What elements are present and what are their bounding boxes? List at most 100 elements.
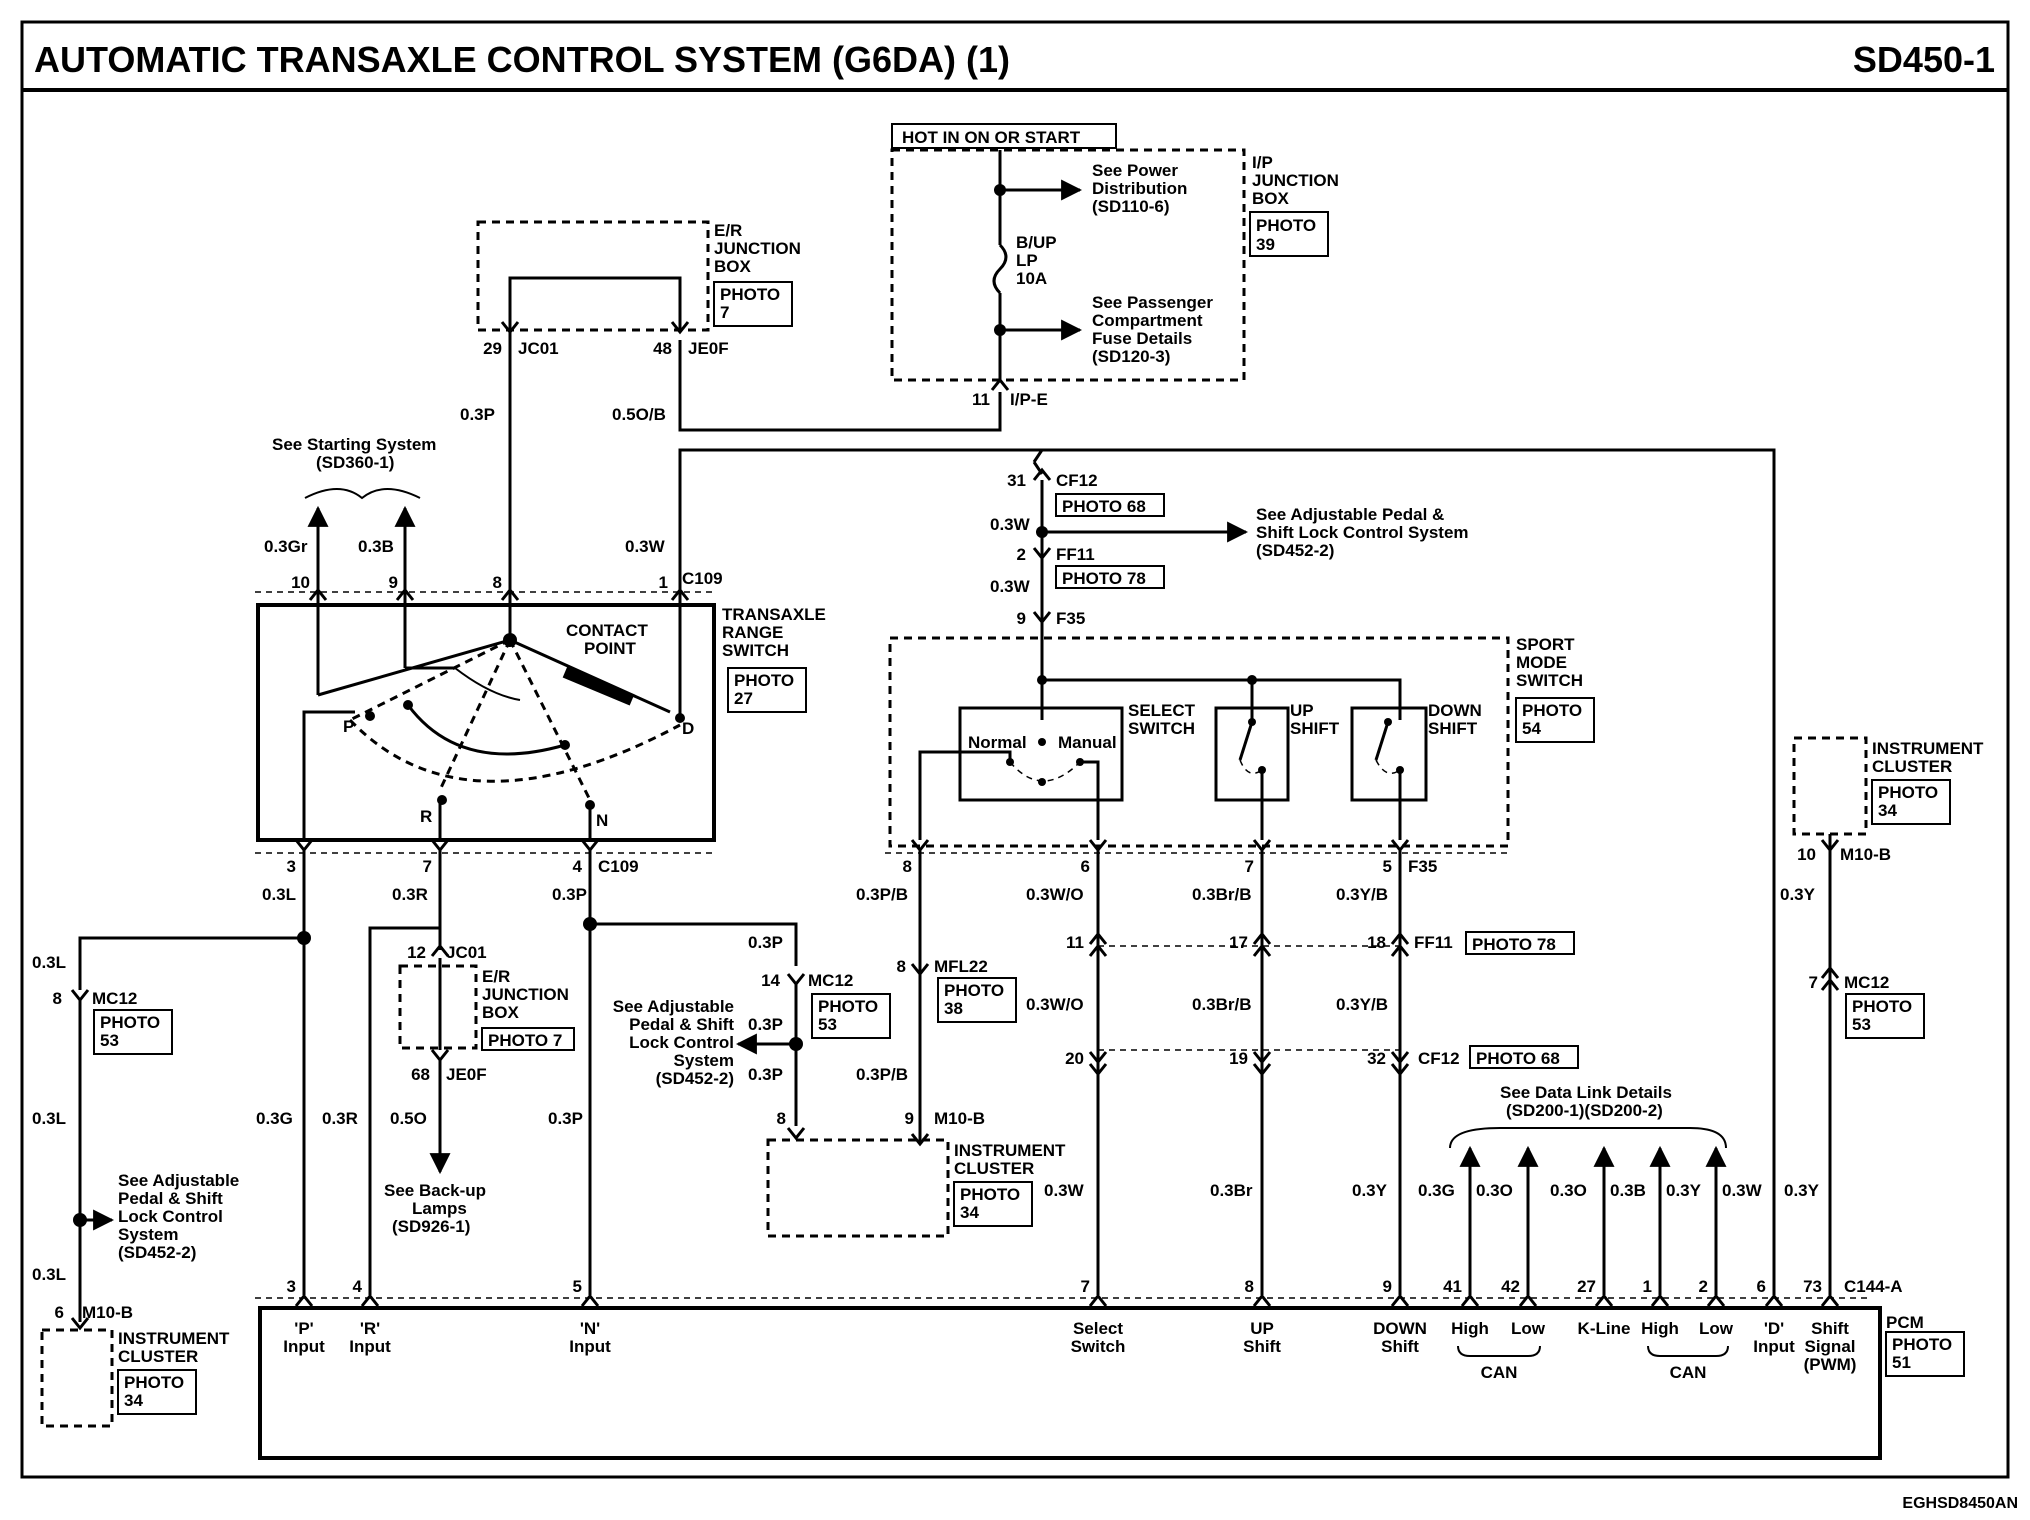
- svg-text:JC01: JC01: [446, 943, 487, 962]
- svg-text:10: 10: [291, 573, 310, 592]
- svg-text:PHOTO: PHOTO: [100, 1013, 160, 1032]
- sport-mode-switch: SPORT MODE SWITCH PHOTO 54 SELECT SWITCH…: [885, 630, 1595, 876]
- svg-text:CF12: CF12: [1056, 471, 1098, 490]
- svg-text:D: D: [682, 719, 694, 738]
- svg-text:5: 5: [573, 1277, 582, 1296]
- hot-label: HOT IN ON OR START: [902, 128, 1081, 147]
- svg-text:27: 27: [1577, 1277, 1596, 1296]
- svg-text:Compartment: Compartment: [1092, 311, 1203, 330]
- svg-text:JUNCTION: JUNCTION: [1252, 171, 1339, 190]
- svg-text:0.3W: 0.3W: [625, 537, 666, 556]
- svg-text:E/R: E/R: [714, 221, 742, 240]
- svg-text:JC01: JC01: [518, 339, 559, 358]
- svg-text:3: 3: [287, 857, 296, 876]
- svg-text:0.3L: 0.3L: [262, 885, 296, 904]
- svg-text:0.3G: 0.3G: [256, 1109, 293, 1128]
- svg-text:(SD110-6): (SD110-6): [1092, 197, 1169, 216]
- svg-text:High: High: [1451, 1319, 1489, 1338]
- svg-text:P: P: [343, 717, 354, 736]
- svg-text:(SD452-2): (SD452-2): [118, 1243, 196, 1262]
- svg-text:0.3L: 0.3L: [32, 953, 66, 972]
- svg-text:Pedal & Shift: Pedal & Shift: [118, 1189, 223, 1208]
- svg-text:Switch: Switch: [1071, 1337, 1126, 1356]
- p-input-branch: 0.3L 0.3L 8 MC12 PHOTO 53 0.3L See Adjus…: [32, 850, 311, 1428]
- svg-text:42: 42: [1501, 1277, 1520, 1296]
- svg-text:Distribution: Distribution: [1092, 179, 1187, 198]
- svg-text:0.3B: 0.3B: [1610, 1181, 1646, 1200]
- frame: [20, 20, 2010, 1479]
- svg-text:RANGE: RANGE: [722, 623, 783, 642]
- svg-text:MC12: MC12: [1844, 973, 1889, 992]
- svg-text:0.5O: 0.5O: [390, 1109, 427, 1128]
- svg-text:High: High: [1641, 1319, 1679, 1338]
- svg-text:SPORT: SPORT: [1516, 635, 1575, 654]
- svg-text:Input: Input: [569, 1337, 611, 1356]
- svg-text:MODE: MODE: [1516, 653, 1567, 672]
- svg-text:Manual: Manual: [1058, 733, 1117, 752]
- svg-text:8: 8: [897, 957, 906, 976]
- svg-text:PHOTO: PHOTO: [944, 981, 1004, 1000]
- svg-text:SELECT: SELECT: [1128, 701, 1196, 720]
- svg-text:PHOTO: PHOTO: [1852, 997, 1912, 1016]
- svg-text:8: 8: [493, 573, 502, 592]
- svg-text:System: System: [674, 1051, 734, 1070]
- svg-text:Shift: Shift: [1381, 1337, 1419, 1356]
- n-input-branch: 0.3P 0.3P 14 MC12 PHOTO 53 0.3P See Adju…: [548, 850, 1085, 1295]
- svg-text:11: 11: [972, 390, 990, 409]
- svg-text:POINT: POINT: [584, 639, 637, 658]
- svg-text:BOX: BOX: [714, 257, 752, 276]
- svg-text:See Back-up: See Back-up: [384, 1181, 486, 1200]
- svg-text:0.3G: 0.3G: [1418, 1181, 1455, 1200]
- svg-text:CLUSTER: CLUSTER: [1872, 757, 1952, 776]
- starting-system-ref: See Starting System (SD360-1) 0.3Gr 0.3B…: [264, 435, 666, 600]
- svg-text:K-Line: K-Line: [1578, 1319, 1631, 1338]
- svg-text:73: 73: [1803, 1277, 1822, 1296]
- svg-text:(SD120-3): (SD120-3): [1092, 347, 1170, 366]
- svg-text:0.3Y: 0.3Y: [1666, 1181, 1702, 1200]
- svg-text:MC12: MC12: [808, 971, 853, 990]
- data-link-wires: See Data Link Details (SD200-1)(SD200-2)…: [1418, 1083, 1820, 1295]
- svg-text:SHIFT: SHIFT: [1428, 719, 1478, 738]
- svg-text:INSTRUMENT: INSTRUMENT: [118, 1329, 230, 1348]
- svg-text:6: 6: [1757, 1277, 1766, 1296]
- svg-text:LP: LP: [1016, 251, 1038, 270]
- svg-text:DOWN: DOWN: [1428, 701, 1482, 720]
- svg-text:0.3W: 0.3W: [990, 515, 1031, 534]
- svg-text:PCM: PCM: [1886, 1313, 1924, 1332]
- svg-text:0.3W/O: 0.3W/O: [1026, 995, 1084, 1014]
- svg-text:JUNCTION: JUNCTION: [714, 239, 801, 258]
- svg-text:0.3Y: 0.3Y: [1780, 885, 1816, 904]
- svg-text:0.3Gr: 0.3Gr: [264, 537, 308, 556]
- svg-text:PHOTO: PHOTO: [1878, 783, 1938, 802]
- svg-text:0.3O: 0.3O: [1550, 1181, 1587, 1200]
- svg-text:0.3W: 0.3W: [990, 577, 1031, 596]
- svg-text:I/P: I/P: [1252, 153, 1273, 172]
- svg-text:SHIFT: SHIFT: [1290, 719, 1340, 738]
- svg-text:See Power: See Power: [1092, 161, 1178, 180]
- svg-text:Signal: Signal: [1804, 1337, 1855, 1356]
- svg-text:(SD360-1): (SD360-1): [316, 453, 394, 472]
- svg-text:PHOTO: PHOTO: [124, 1373, 184, 1392]
- svg-text:0.3Br/B: 0.3Br/B: [1192, 885, 1252, 904]
- svg-text:CONTACT: CONTACT: [566, 621, 648, 640]
- svg-text:(SD200-1)(SD200-2): (SD200-1)(SD200-2): [1506, 1101, 1663, 1120]
- svg-text:3: 3: [287, 1277, 296, 1296]
- page-code: SD450-1: [1853, 39, 1995, 80]
- svg-text:31: 31: [1007, 471, 1026, 490]
- svg-text:PHOTO: PHOTO: [1256, 216, 1316, 235]
- svg-text:14: 14: [761, 971, 780, 990]
- svg-text:'R': 'R': [360, 1319, 380, 1338]
- svg-text:JE0F: JE0F: [688, 339, 729, 358]
- svg-text:8: 8: [1245, 1277, 1254, 1296]
- right-instrument-cluster: INSTRUMENT CLUSTER PHOTO 34 10 M10-B 0.3…: [1780, 736, 1984, 1295]
- svg-text:'P': 'P': [294, 1319, 313, 1338]
- svg-text:53: 53: [1852, 1015, 1871, 1034]
- svg-text:8: 8: [53, 989, 62, 1008]
- svg-text:PHOTO 68: PHOTO 68: [1062, 497, 1146, 516]
- svg-text:M10-B: M10-B: [934, 1109, 985, 1128]
- svg-text:54: 54: [1522, 719, 1541, 738]
- svg-text:C144-A: C144-A: [1844, 1277, 1903, 1296]
- svg-text:MFL22: MFL22: [934, 957, 988, 976]
- svg-text:PHOTO: PHOTO: [1522, 701, 1582, 720]
- svg-text:41: 41: [1443, 1277, 1462, 1296]
